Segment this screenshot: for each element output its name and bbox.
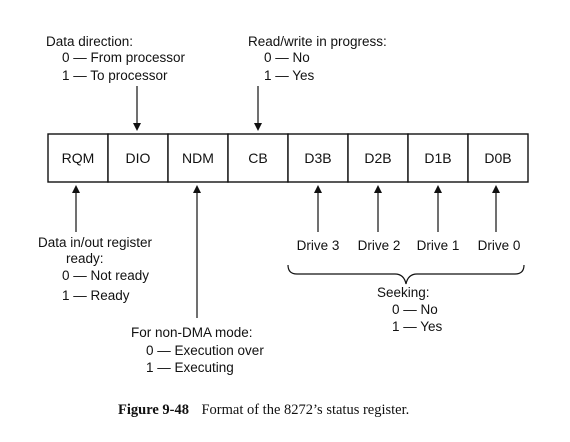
bit-label-d2b: D2B (364, 150, 391, 166)
rw-progress-title: Read/write in progress: (248, 34, 387, 49)
seeking-opt0: 0 — No (392, 302, 438, 317)
rw-progress-opt1: 1 — Yes (264, 68, 315, 83)
drive-label-2: Drive 2 (358, 238, 401, 253)
register-cell-dio (107, 133, 169, 183)
register-cell-ndm (167, 133, 229, 183)
data-direction-opt1: 1 — To processor (62, 68, 168, 83)
data-direction-opt0: 0 — From processor (62, 50, 186, 65)
bit-label-d0b: D0B (484, 150, 511, 166)
rqm-desc-line2: ready: (66, 251, 104, 266)
register-cell-d2b (347, 133, 409, 183)
bit-label-ndm: NDM (182, 150, 214, 166)
bit-label-d3b: D3B (304, 150, 331, 166)
bit-label-cb: CB (248, 150, 267, 166)
status-register: RQM DIO NDM CB D3B D2B D1B D0B (47, 133, 529, 183)
seeking-opt1: 1 — Yes (392, 319, 443, 334)
drive-label-3: Drive 3 (297, 238, 340, 253)
rqm-desc-line1: Data in/out register (38, 235, 153, 250)
register-cell-d1b (407, 133, 469, 183)
seeking-title: Seeking: (377, 285, 430, 300)
ndm-desc-title: For non-DMA mode: (131, 325, 253, 340)
figure-caption-text: Format of the 8272’s status register. (201, 402, 409, 418)
register-cell-d0b (467, 133, 529, 183)
figure-caption-label: Figure 9-48 (118, 402, 189, 418)
drive-label-0: Drive 0 (478, 238, 521, 253)
bit-label-rqm: RQM (62, 150, 95, 166)
rqm-desc-opt1: 1 — Ready (62, 288, 130, 303)
rqm-desc-opt0: 0 — Not ready (62, 268, 149, 283)
data-direction-title: Data direction: (46, 34, 133, 49)
ndm-desc-opt1: 1 — Executing (146, 360, 234, 375)
figure-caption: Figure 9-48 Format of the 8272’s status … (118, 401, 409, 418)
seeking-brace (287, 264, 525, 285)
ndm-desc-opt0: 0 — Execution over (146, 343, 264, 358)
drive-label-1: Drive 1 (417, 238, 460, 253)
rw-progress-opt0: 0 — No (264, 50, 310, 65)
bit-label-d1b: D1B (424, 150, 451, 166)
register-cell-cb (227, 133, 289, 183)
bit-label-dio: DIO (126, 150, 151, 166)
